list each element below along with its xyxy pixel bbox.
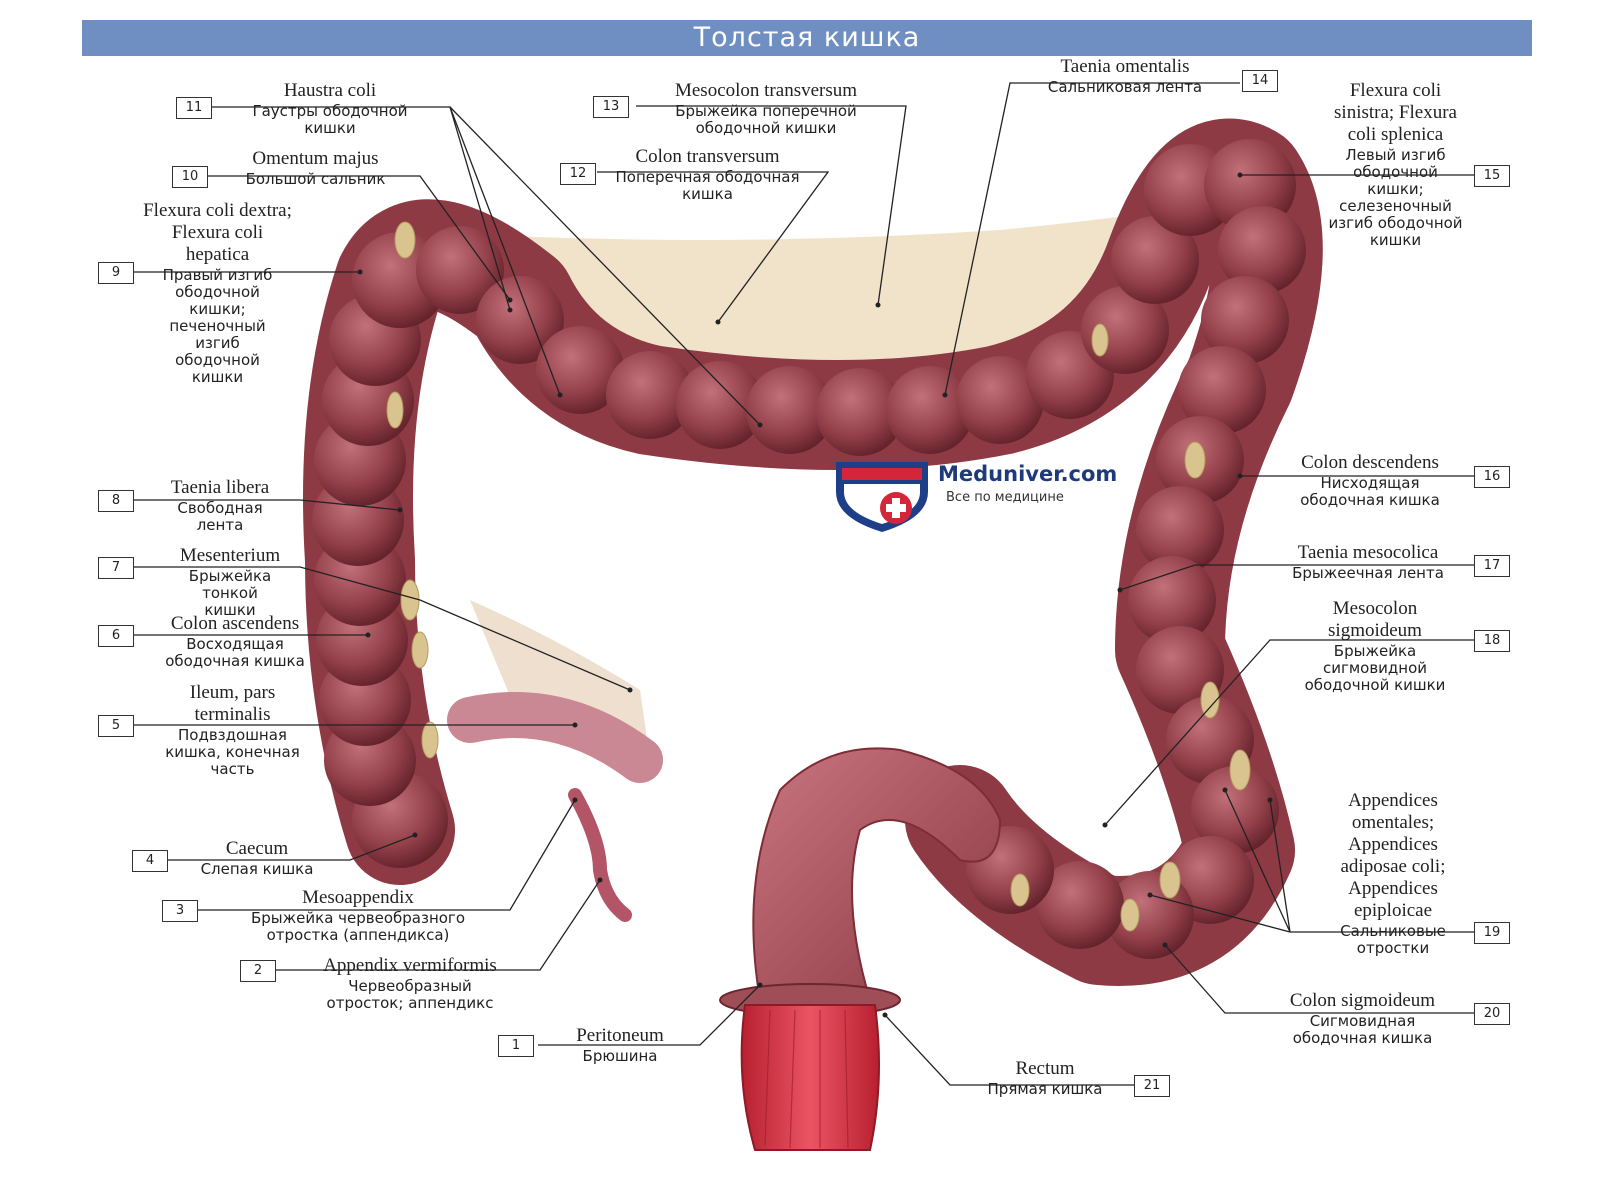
label-mesenterium-latin: Mesenterium: [179, 545, 281, 566]
appendix: [568, 788, 632, 922]
label-mesenterium: Mesenterium Брыжейка тонкой кишки: [150, 545, 310, 619]
label-ileum: Ileum, pars terminalis Подвздошная кишка…: [140, 682, 325, 778]
shield-cross-logo-icon: [836, 462, 928, 532]
label-number-13: 13: [593, 96, 629, 118]
label-appendix-vermiformis-latin: Appendix vermiformis: [323, 955, 497, 976]
label-taenia-omentalis-russian: Сальниковая лента: [1047, 78, 1203, 96]
label-taenia-libera-russian: Свободная лента: [177, 499, 263, 534]
label-caecum: Caecum Слепая кишка: [182, 838, 332, 878]
label-peritoneum-latin: Peritoneum: [576, 1025, 664, 1046]
label-number-20: 20: [1474, 1003, 1510, 1025]
label-appendices-epiploicae-russian: Сальниковые отростки: [1340, 922, 1446, 957]
page-title: Толстая кишка: [82, 20, 1532, 56]
label-mesenterium-russian: Брыжейка тонкой кишки: [188, 567, 272, 619]
label-peritoneum: Peritoneum Брюшина: [540, 1025, 700, 1065]
label-number-2: 2: [240, 960, 276, 982]
label-mesoappendix-russian: Брыжейка червеобразного отростка (аппенд…: [250, 909, 465, 944]
label-number-14: 14: [1242, 70, 1278, 92]
label-colon-ascendens-latin: Colon ascendens: [170, 613, 300, 634]
label-mesocolon-transversum-latin: Mesocolon transversum: [674, 80, 858, 101]
label-flexura-coli-sinistra-russian: Левый изгиб ободочной кишки; селезеночны…: [1328, 146, 1463, 249]
appendices-epiploicae: [386, 221, 1251, 932]
label-rectum: Rectum Прямая кишка: [965, 1058, 1125, 1098]
label-colon-descendens: Colon descendens Нисходящая ободочная ки…: [1275, 452, 1465, 509]
label-flexura-coli-dextra: Flexura coli dextra; Flexura coli hepati…: [135, 200, 300, 386]
label-appendices-epiploicae-latin: Appendices omentales; Appendices adiposa…: [1340, 790, 1446, 921]
label-number-18: 18: [1474, 630, 1510, 652]
label-colon-ascendens: Colon ascendens Восходящая ободочная киш…: [140, 613, 330, 670]
label-number-10: 10: [172, 166, 208, 188]
label-number-3: 3: [162, 900, 198, 922]
label-haustra-coli-russian: Гаустры ободочной кишки: [252, 102, 408, 137]
label-mesocolon-sigmoideum-russian: Брыжейка сигмовидной ободочной кишки: [1304, 642, 1446, 694]
label-mesoappendix-latin: Mesoappendix: [302, 887, 414, 908]
label-number-16: 16: [1474, 466, 1510, 488]
leader-dots: [357, 172, 1273, 1018]
meduniver-logo: Meduniver.com Все по медицине: [832, 458, 1132, 532]
logo-brand: Meduniver.com: [938, 462, 1118, 486]
label-number-21: 21: [1134, 1075, 1170, 1097]
label-mesocolon-transversum-russian: Брыжейка поперечной ободочной кишки: [675, 102, 857, 137]
label-mesocolon-sigmoideum: Mesocolon sigmoideum Брыжейка сигмовидно…: [1280, 598, 1470, 694]
label-colon-descendens-russian: Нисходящая ободочная кишка: [1300, 474, 1440, 509]
label-omentum-majus-latin: Omentum majus: [252, 148, 379, 169]
label-ileum-russian: Подвздошная кишка, конечная часть: [165, 726, 300, 778]
rectum: [740, 1004, 880, 1151]
label-caecum-latin: Caecum: [225, 838, 289, 859]
label-flexura-coli-sinistra-latin: Flexura coli sinistra; Flexura coli sple…: [1334, 80, 1457, 145]
label-haustra-coli: Haustra coli Гаустры ободочной кишки: [225, 80, 435, 137]
label-colon-sigmoideum-latin: Colon sigmoideum: [1289, 990, 1436, 1011]
label-colon-descendens-latin: Colon descendens: [1301, 452, 1439, 473]
label-omentum-majus: Omentum majus Большой сальник: [218, 148, 413, 188]
label-colon-transversum: Colon transversum Поперечная ободочная к…: [600, 146, 815, 203]
label-peritoneum-russian: Брюшина: [582, 1047, 658, 1065]
label-number-19: 19: [1474, 922, 1510, 944]
label-colon-sigmoideum: Colon sigmoideum Сигмовидная ободочная к…: [1260, 990, 1465, 1047]
label-rectum-latin: Rectum: [1015, 1058, 1075, 1079]
label-caecum-russian: Слепая кишка: [200, 860, 314, 878]
label-taenia-mesocolica: Taenia mesocolica Брыжеечная лента: [1268, 542, 1468, 582]
label-colon-sigmoideum-russian: Сигмовидная ободочная кишка: [1292, 1012, 1433, 1047]
leader-lines: [134, 82, 1474, 1086]
label-number-17: 17: [1474, 555, 1510, 577]
sigmoid-loop: [752, 747, 1002, 1001]
label-taenia-libera: Taenia libera Свободная лента: [150, 477, 290, 534]
label-colon-transversum-russian: Поперечная ободочная кишка: [615, 168, 800, 203]
label-number-15: 15: [1474, 165, 1510, 187]
label-colon-ascendens-russian: Восходящая ободочная кишка: [165, 635, 305, 670]
label-number-12: 12: [560, 163, 596, 185]
label-colon-transversum-latin: Colon transversum: [635, 146, 780, 167]
label-number-11: 11: [176, 97, 212, 119]
label-taenia-mesocolica-latin: Taenia mesocolica: [1297, 542, 1439, 563]
label-appendix-vermiformis: Appendix vermiformis Червеобразный отрос…: [290, 955, 530, 1012]
label-mesocolon-sigmoideum-latin: Mesocolon sigmoideum: [1328, 598, 1422, 641]
label-number-9: 9: [98, 262, 134, 284]
label-taenia-omentalis: Taenia omentalis Сальниковая лента: [1020, 56, 1230, 96]
label-rectum-russian: Прямая кишка: [987, 1080, 1103, 1098]
label-appendix-vermiformis-russian: Червеобразный отросток; аппендикс: [326, 977, 494, 1012]
label-mesoappendix: Mesoappendix Брыжейка червеобразного отр…: [208, 887, 508, 944]
label-ileum-latin: Ileum, pars terminalis: [189, 682, 276, 725]
label-number-5: 5: [98, 715, 134, 737]
label-taenia-mesocolica-russian: Брыжеечная лента: [1292, 564, 1444, 582]
label-taenia-libera-latin: Taenia libera: [170, 477, 270, 498]
label-number-8: 8: [98, 490, 134, 512]
label-flexura-coli-dextra-russian: Правый изгиб ободочной кишки; печеночный…: [162, 266, 273, 386]
label-number-7: 7: [98, 557, 134, 579]
label-taenia-omentalis-latin: Taenia omentalis: [1060, 56, 1190, 77]
label-mesocolon-transversum: Mesocolon transversum Брыжейка поперечно…: [636, 80, 896, 137]
logo-tagline: Все по медицине: [946, 490, 1064, 505]
label-flexura-coli-dextra-latin: Flexura coli dextra; Flexura coli hepati…: [143, 200, 292, 265]
label-number-6: 6: [98, 625, 134, 647]
ileum: [447, 692, 663, 783]
label-appendices-epiploicae: Appendices omentales; Appendices adiposa…: [1318, 790, 1468, 957]
label-number-4: 4: [132, 850, 168, 872]
label-omentum-majus-russian: Большой сальник: [245, 170, 386, 188]
label-number-1: 1: [498, 1035, 534, 1057]
label-haustra-coli-latin: Haustra coli: [283, 80, 377, 101]
label-flexura-coli-sinistra: Flexura coli sinistra; Flexura coli sple…: [1318, 80, 1473, 249]
